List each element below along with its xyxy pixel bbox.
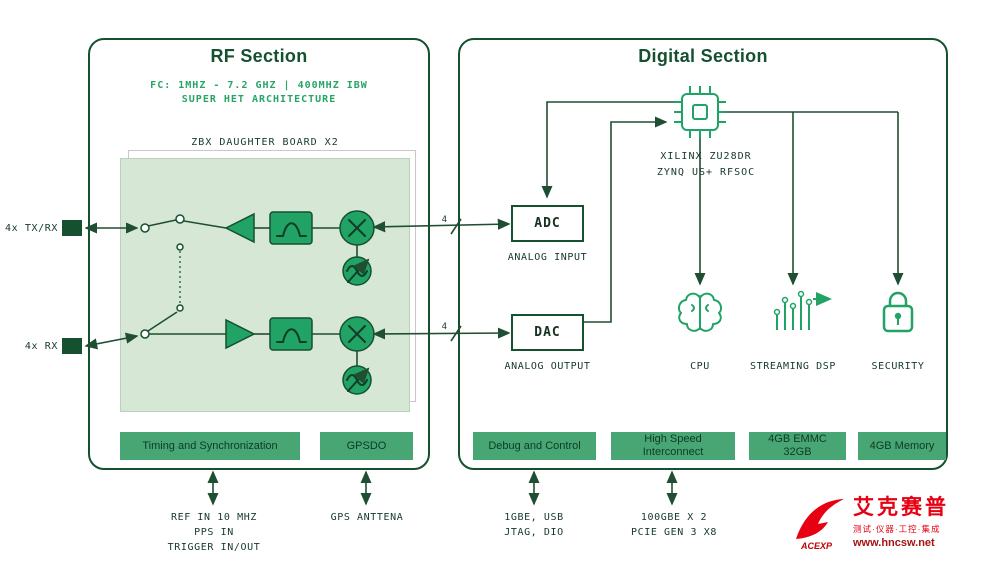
strip-emmc: 4GB EMMC 32GB — [749, 432, 846, 460]
bus-width-bottom-label: 4 — [442, 322, 447, 332]
interconnect-io-text: 100GBE X 2 PCIE GEN 3 X8 — [610, 510, 738, 540]
rf-subtitle-line1: FC: 1MHZ - 7.2 GHZ | 400MHZ IBW — [150, 80, 368, 91]
timing-io-line1: REF IN 10 MHZ — [170, 512, 258, 523]
trx-port — [62, 220, 82, 236]
dac-block: DAC — [511, 314, 584, 351]
watermark-website: www.hncsw.net — [853, 537, 935, 549]
strip-interconnect-line2: Interconnect — [642, 446, 704, 458]
watermark-tagline: 测试·仪器·工控·集成 — [853, 524, 941, 534]
adc-caption: ANALOG INPUT — [507, 252, 588, 263]
logo-text: ACEXP — [800, 541, 833, 551]
strip-interconnect-line1: High Speed — [644, 433, 702, 445]
dac-label: DAC — [534, 325, 561, 340]
daughter-board-label: ZBX DAUGHTER BOARD X2 — [191, 137, 339, 148]
strip-timing-sync: Timing and Synchronization — [120, 432, 300, 460]
strip-high-speed-interconnect: High Speed Interconnect — [611, 432, 735, 460]
rf-subtitle-line2: SUPER HET ARCHITECTURE — [181, 94, 337, 105]
debug-io-line1: 1GBE, USB — [504, 512, 564, 523]
dsp-label: STREAMING DSP — [749, 361, 837, 372]
watermark: ACEXP 艾克赛普 测试·仪器·工控·集成 www.hncsw.net — [793, 496, 978, 562]
logo-swoosh — [796, 499, 844, 539]
watermark-brand: 艾克赛普 — [853, 496, 949, 519]
soc-label-line1: XILINX ZU28DR — [660, 151, 752, 162]
digital-section-title: Digital Section — [638, 46, 768, 66]
debug-io-line2: JTAG, DIO — [504, 527, 564, 538]
timing-io-line3: TRIGGER IN/OUT — [167, 542, 261, 553]
rx-port-label: 4x RX — [24, 341, 58, 352]
gps-antenna-text: GPS ANTTENA — [330, 512, 404, 523]
strip-timing-sync-label: Timing and Synchronization — [142, 439, 278, 452]
adc-block: ADC — [511, 205, 584, 242]
dac-caption: ANALOG OUTPUT — [504, 361, 591, 372]
rf-section-title: RF Section — [210, 46, 308, 66]
security-label: SECURITY — [871, 361, 925, 372]
adc-label: ADC — [534, 216, 561, 231]
strip-emmc-line2: 32GB — [783, 446, 812, 458]
strip-memory: 4GB Memory — [858, 432, 946, 460]
debug-io-text: 1GBE, USB JTAG, DIO — [477, 510, 591, 540]
interconnect-io-line1: 100GBE X 2 — [640, 512, 708, 523]
strip-debug-control: Debug and Control — [473, 432, 596, 460]
timing-io-text: REF IN 10 MHZ PPS IN TRIGGER IN/OUT — [148, 510, 280, 555]
interconnect-io-line2: PCIE GEN 3 X8 — [630, 527, 718, 538]
cpu-label: CPU — [690, 361, 710, 372]
strip-gpsdo: GPSDO — [320, 432, 413, 460]
timing-io-line2: PPS IN — [194, 527, 234, 538]
daughter-board-sheet-front — [120, 158, 410, 412]
soc-label-line2: ZYNQ US+ RFSOC — [656, 167, 756, 178]
watermark-logo: ACEXP — [796, 499, 844, 551]
strip-memory-label: 4GB Memory — [869, 439, 935, 452]
trx-port-label: 4x TX/RX — [5, 223, 58, 234]
rx-port — [62, 338, 82, 354]
strip-emmc-line1: 4GB EMMC — [768, 433, 827, 445]
bus-width-top-label: 4 — [442, 215, 447, 225]
strip-debug-control-label: Debug and Control — [488, 439, 581, 452]
strip-gpsdo-label: GPSDO — [346, 439, 387, 452]
